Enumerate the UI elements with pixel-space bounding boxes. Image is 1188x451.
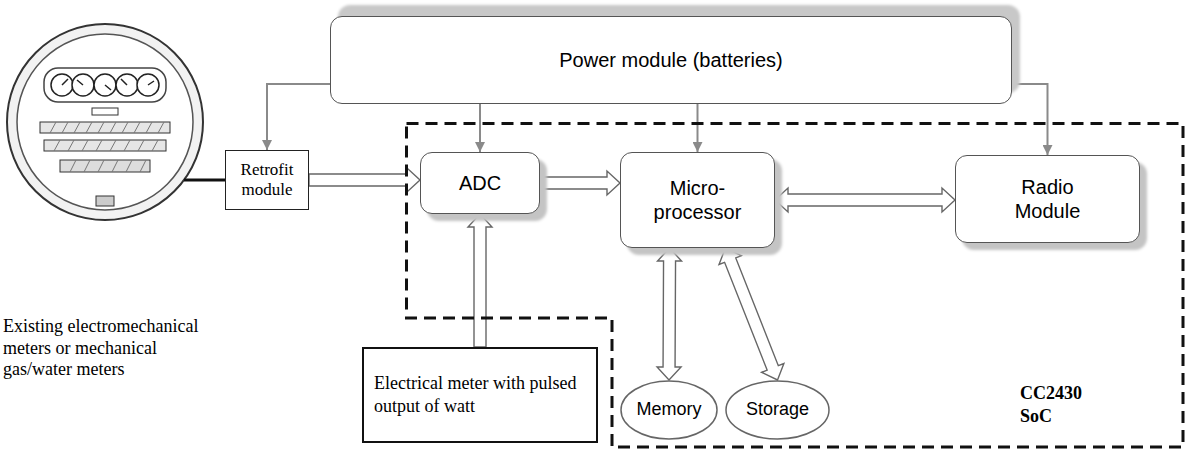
node-label: Micro-processor [631, 176, 764, 224]
power-box: Power module (batteries) [330, 16, 1012, 104]
storage-ellipse: Storage [725, 380, 830, 440]
data-arrow [775, 188, 955, 212]
input-box: Electrical meter with pulsed output of w… [362, 347, 598, 443]
process-box: ADC [420, 152, 540, 214]
process-box: Radio Module [955, 155, 1140, 243]
power-line [1012, 84, 1048, 155]
node-label: Retrofit module [232, 160, 302, 201]
data-arrow [540, 171, 620, 195]
power-line [267, 84, 330, 150]
node-label: Storage [746, 399, 809, 421]
retrofit-box: Retrofit module [225, 150, 309, 210]
node-label: ADC [459, 171, 501, 195]
meter-wire [184, 179, 225, 182]
connector-layer [267, 84, 1048, 380]
process-box: Micro-processor [620, 152, 775, 248]
meter-illustration [7, 24, 203, 220]
node-label: Radio Module [1003, 175, 1093, 223]
node-label: Electrical meter with pulsed output of w… [374, 372, 586, 419]
memory-ellipse: Memory [620, 380, 718, 440]
data-arrow [657, 248, 681, 380]
node-label: Memory [636, 399, 701, 421]
power-line [697, 104, 699, 152]
node-label: Power module (batteries) [559, 48, 782, 72]
data-arrow [468, 214, 492, 347]
data-arrow [719, 248, 784, 380]
region-label: CC2430 SoC [1020, 382, 1095, 427]
data-arrow [309, 168, 420, 192]
power-line [479, 104, 481, 152]
caption-label: Existing electromechanical meters or mec… [3, 316, 208, 381]
